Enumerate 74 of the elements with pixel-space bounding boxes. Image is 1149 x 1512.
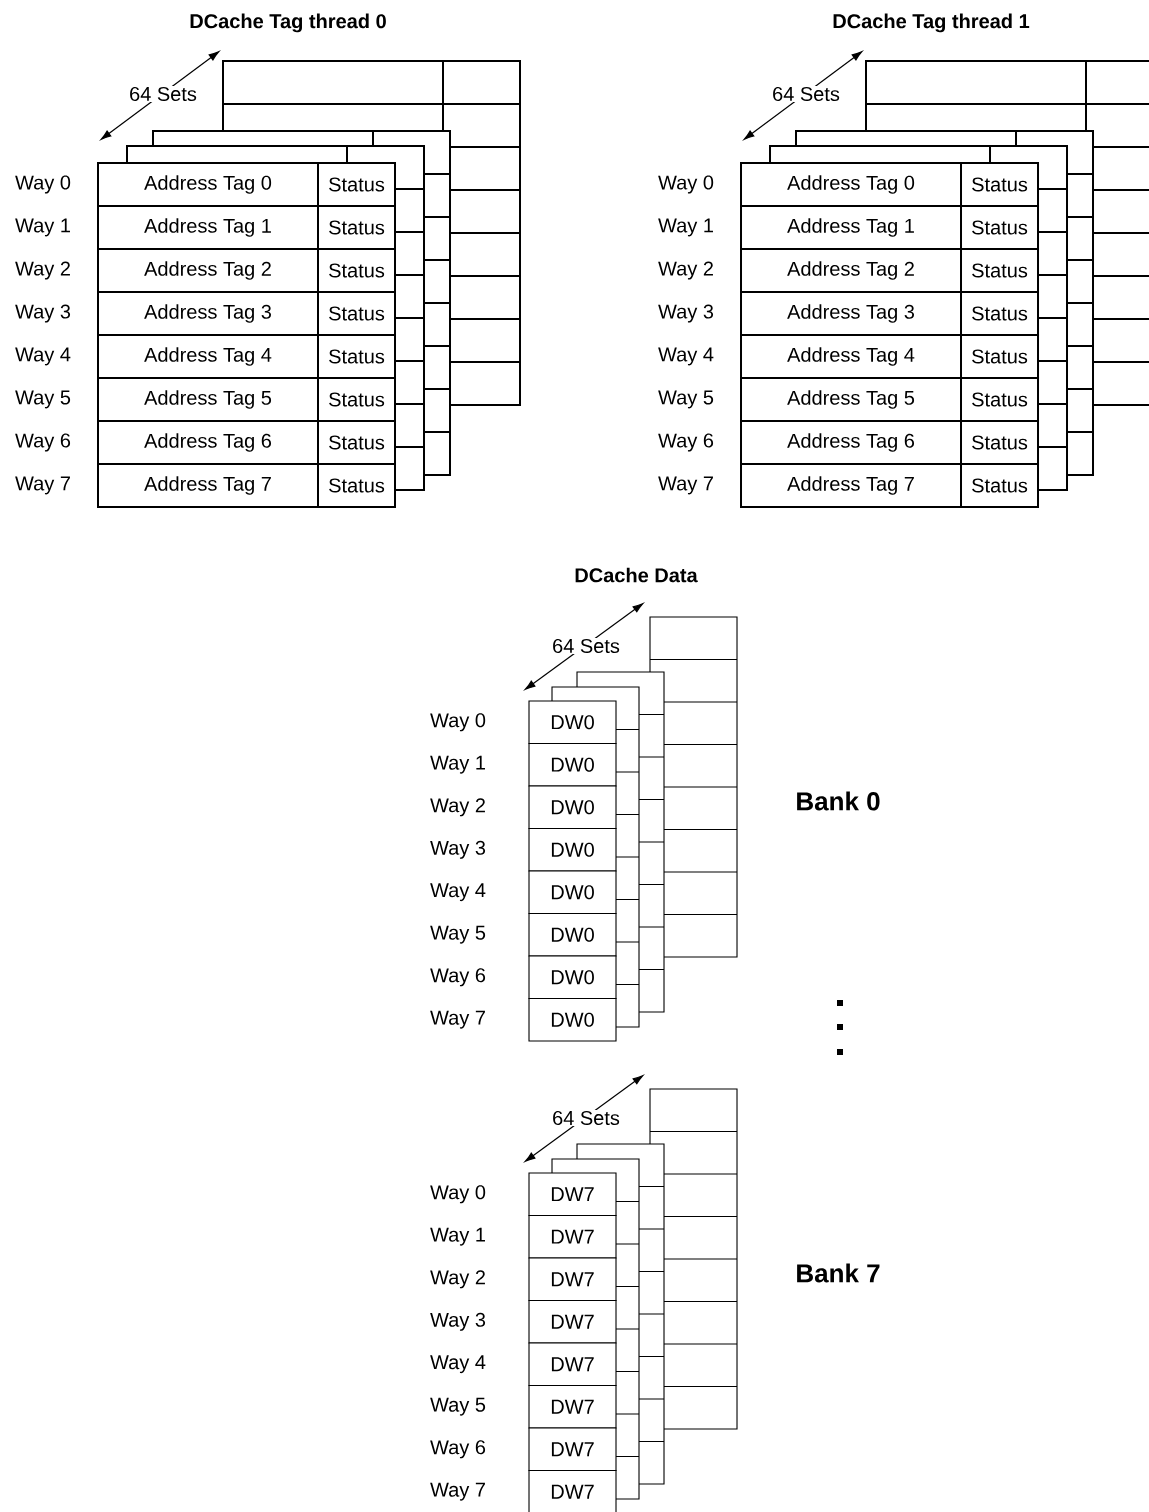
table-cell: Status	[960, 162, 1039, 207]
row-label: Way 0	[430, 713, 486, 732]
table-cell: DW7	[528, 1384, 617, 1429]
table-cell: DW0	[528, 785, 617, 830]
row-label: Way 1	[430, 1227, 485, 1246]
table-cell: DW0	[528, 742, 617, 787]
panel-title: DCache Tag thread 1	[833, 13, 1030, 33]
table-cell: Status	[960, 248, 1039, 293]
table-cell: Status	[317, 463, 396, 508]
row-label: Way 6	[430, 968, 486, 987]
table-cell: DW0	[528, 700, 617, 745]
row-label: Way 1	[15, 218, 70, 237]
bank-label: Bank 0	[797, 791, 880, 811]
row-label: Way 4	[15, 347, 71, 366]
row-label: Way 2	[430, 1270, 485, 1289]
row-label: Way 2	[658, 261, 713, 280]
row-label: Way 3	[658, 304, 714, 323]
table-cell: DW7	[528, 1172, 617, 1217]
table-cell: Status	[317, 248, 396, 293]
row-label: Way 1	[658, 218, 713, 237]
bank-label: Bank 7	[797, 1263, 880, 1283]
table-cell: Status	[317, 377, 396, 422]
row-label: Way 0	[658, 175, 714, 194]
table-cell: Status	[960, 420, 1039, 465]
row-label: Way 3	[430, 1312, 486, 1331]
table-cell: Status	[317, 205, 396, 250]
row-label: Way 3	[15, 304, 71, 323]
table-cell: Status	[317, 291, 396, 336]
row-label: Way 5	[15, 390, 71, 409]
row-label: Way 2	[15, 261, 70, 280]
table-cell: Status	[960, 334, 1039, 379]
row-label: Way 2	[430, 798, 485, 817]
dimension-label: 64 Sets	[771, 85, 841, 103]
dimension-label: 64 Sets	[128, 85, 198, 103]
row-label: Way 5	[658, 390, 714, 409]
row-label: Way 7	[430, 1482, 485, 1501]
table-cell: DW7	[528, 1257, 617, 1302]
row-label: Way 7	[430, 1010, 485, 1029]
table-cell: Status	[317, 162, 396, 207]
row-label: Way 7	[15, 476, 70, 495]
row-label: Way 0	[15, 175, 71, 194]
table-cell: Status	[317, 334, 396, 379]
row-label: Way 4	[430, 1355, 486, 1374]
row-label: Way 7	[658, 476, 713, 495]
row-label: Way 5	[430, 925, 486, 944]
row-label: Way 6	[658, 433, 714, 452]
row-label: Way 4	[658, 347, 714, 366]
dimension-label: 64 Sets	[551, 1109, 621, 1127]
row-label: Way 0	[430, 1185, 486, 1204]
table-cell: DW7	[528, 1469, 617, 1512]
table-cell: DW7	[528, 1427, 617, 1472]
panel-title: DCache Data	[575, 567, 698, 583]
table-cell: DW7	[528, 1214, 617, 1259]
table-cell: DW7	[528, 1342, 617, 1387]
panel-title: DCache Tag thread 0	[190, 13, 386, 33]
table-cell: Status	[960, 291, 1039, 336]
table-cell: Status	[960, 463, 1039, 508]
dimension-label: 64 Sets	[551, 637, 621, 655]
table-cell: DW0	[528, 997, 617, 1042]
table-cell: Status	[317, 420, 396, 465]
row-label: Way 4	[430, 883, 486, 902]
table-cell: DW7	[528, 1299, 617, 1344]
table-cell: Status	[960, 377, 1039, 422]
table-cell: DW0	[528, 955, 617, 1000]
table-cell: DW0	[528, 912, 617, 957]
table-cell: DW0	[528, 870, 617, 915]
table-cell: Status	[960, 205, 1039, 250]
table-cell: DW0	[528, 827, 617, 872]
row-label: Way 6	[15, 433, 71, 452]
row-label: Way 6	[430, 1440, 486, 1459]
row-label: Way 3	[430, 840, 486, 859]
node-label: DW7	[551, 1484, 594, 1499]
row-label: Way 5	[430, 1397, 486, 1416]
row-label: Way 1	[430, 755, 485, 774]
